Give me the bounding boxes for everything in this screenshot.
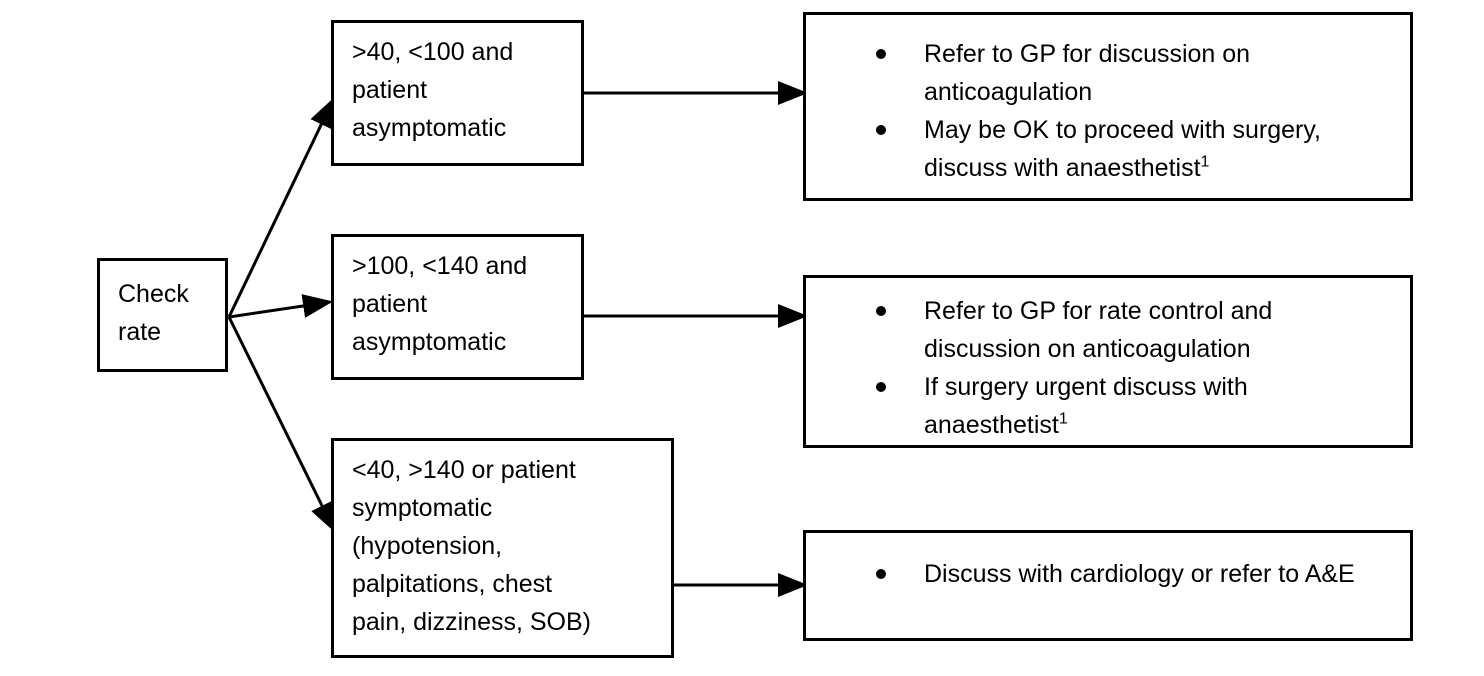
bullet-dot-icon xyxy=(876,49,886,59)
node-condition-2-label: >100, <140 and patient asymptomatic xyxy=(352,252,528,356)
node-condition-2[interactable]: >100, <140 and patient asymptomatic xyxy=(331,234,584,380)
node-condition-1-label: >40, <100 and patient asymptomatic xyxy=(352,38,514,142)
bullet-dot-icon xyxy=(876,306,886,316)
action-3-bullet-1-text: Discuss with cardiology or refer to A&E xyxy=(924,560,1355,588)
node-check-rate-label: Check rate xyxy=(118,280,189,346)
node-condition-3-label: <40, >140 or patient symptomatic (hypote… xyxy=(352,456,591,636)
list-item: Refer to GP for rate control and discuss… xyxy=(806,292,1410,368)
node-condition-3[interactable]: <40, >140 or patient symptomatic (hypote… xyxy=(331,438,674,658)
bullet-dot-icon xyxy=(876,125,886,135)
node-action-1[interactable]: Refer to GP for discussion on anticoagul… xyxy=(803,12,1413,201)
action-2-bullet-2-text: If surgery urgent discuss with anaesthet… xyxy=(924,373,1248,439)
action-1-bullet-1-text: Refer to GP for discussion on anticoagul… xyxy=(924,40,1251,106)
node-action-2[interactable]: Refer to GP for rate control and discuss… xyxy=(803,275,1413,448)
action-3-bullet-list: Discuss with cardiology or refer to A&E xyxy=(806,533,1410,593)
edge-start-to-condition-1 xyxy=(227,97,335,318)
list-item: Refer to GP for discussion on anticoagul… xyxy=(806,35,1410,111)
action-2-bullet-2-superscript: 1 xyxy=(1058,410,1068,428)
list-item: If surgery urgent discuss with anaesthet… xyxy=(806,368,1410,444)
bullet-dot-icon xyxy=(876,569,886,579)
bullet-dot-icon xyxy=(876,382,886,392)
action-2-bullet-list: Refer to GP for rate control and discuss… xyxy=(806,278,1410,444)
edge-start-to-condition-2 xyxy=(228,294,333,319)
list-item: May be OK to proceed with surgery, discu… xyxy=(806,111,1410,187)
node-check-rate[interactable]: Check rate xyxy=(97,258,228,372)
action-1-bullet-list: Refer to GP for discussion on anticoagul… xyxy=(806,15,1410,187)
action-1-bullet-2-text: May be OK to proceed with surgery, discu… xyxy=(924,116,1321,182)
list-item: Discuss with cardiology or refer to A&E xyxy=(806,555,1410,593)
node-condition-1[interactable]: >40, <100 and patient asymptomatic xyxy=(331,20,584,166)
edge-start-to-condition-3 xyxy=(227,316,336,533)
node-action-3[interactable]: Discuss with cardiology or refer to A&E xyxy=(803,530,1413,641)
action-1-bullet-2-superscript: 1 xyxy=(1200,153,1210,171)
action-2-bullet-1-text: Refer to GP for rate control and discuss… xyxy=(924,297,1273,363)
